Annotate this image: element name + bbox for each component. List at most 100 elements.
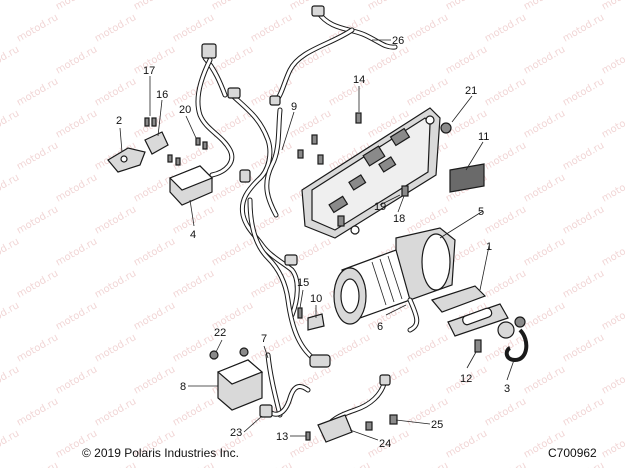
watermark-text: motod.ru [210, 236, 255, 268]
callout-20: 20 [179, 104, 191, 116]
watermark-text: motod.ru [171, 12, 216, 44]
watermark-text: motod.ru [0, 428, 21, 460]
watermark-text: motod.ru [0, 236, 21, 268]
watermark-text: motod.ru [522, 0, 567, 13]
callout-19: 19 [374, 201, 386, 213]
watermark-text: motod.ru [444, 428, 489, 460]
watermark-text: motod.ru [522, 172, 567, 204]
bolts-18-19 [337, 185, 409, 227]
watermark-text: motod.ru [600, 428, 625, 460]
callout-13: 13 [276, 431, 288, 443]
watermark-text: motod.ru [483, 12, 528, 44]
watermark-text: motod.ru [0, 364, 21, 396]
callout-1: 1 [486, 241, 492, 253]
watermark-text: motod.ru [0, 172, 21, 204]
watermark-text: motod.ru [93, 396, 138, 428]
decal-11 [449, 163, 485, 193]
diagram-id: C700962 [548, 446, 597, 460]
watermark-text: motod.ru [54, 0, 99, 13]
watermark-text: motod.ru [132, 0, 177, 13]
watermark-text: motod.ru [54, 364, 99, 396]
watermark-text: motod.ru [15, 140, 60, 172]
watermark-text: motod.ru [327, 332, 372, 364]
watermark-text: motod.ru [0, 44, 21, 76]
watermark-text: motod.ru [54, 108, 99, 140]
watermark-text: motod.ru [132, 300, 177, 332]
callout-26: 26 [392, 35, 404, 47]
watermark-text: motod.ru [54, 236, 99, 268]
watermark-text: motod.ru [366, 0, 411, 13]
watermark-text: motod.ru [483, 140, 528, 172]
watermark-text: motod.ru [132, 364, 177, 396]
fasteners-17-20 [144, 117, 208, 166]
control-module-4 [168, 57, 235, 206]
callout-22: 22 [214, 327, 226, 339]
callout-16: 16 [156, 89, 168, 101]
winch-mount-plate [301, 107, 441, 239]
watermark-text: motod.ru [522, 364, 567, 396]
callout-14: 14 [353, 74, 365, 86]
callout-8: 8 [180, 381, 186, 393]
watermark-text: motod.ru [483, 204, 528, 236]
watermark-text: motod.ru [600, 364, 625, 396]
callout-23: 23 [230, 427, 242, 439]
callout-10: 10 [310, 293, 322, 305]
watermark-text: motod.ru [600, 108, 625, 140]
watermark-text: motod.ru [483, 268, 528, 300]
callout-7: 7 [261, 333, 267, 345]
callout-4: 4 [190, 229, 196, 241]
watermark-text: motod.ru [600, 172, 625, 204]
callout-11: 11 [478, 131, 489, 143]
watermark-text: motod.ru [522, 108, 567, 140]
cable-7 [265, 352, 283, 418]
switch-harness-24 [317, 374, 398, 443]
watermark-text: motod.ru [15, 268, 60, 300]
watermark-text: motod.ru [249, 12, 294, 44]
watermark-text: motod.ru [93, 204, 138, 236]
watermark-text: motod.ru [561, 204, 606, 236]
watermark-text: motod.ru [171, 76, 216, 108]
watermark-text: motod.ru [522, 44, 567, 76]
watermark-text: motod.ru [54, 44, 99, 76]
watermark-text: motod.ru [522, 300, 567, 332]
watermark-text: motod.ru [132, 236, 177, 268]
watermark-text: motod.ru [15, 12, 60, 44]
bracket-2 [107, 147, 146, 173]
watermark-text: motod.ru [288, 0, 333, 13]
watermark-text: motod.ru [600, 0, 625, 13]
tie-15 [297, 307, 303, 319]
watermark-text: motod.ru [0, 108, 21, 140]
screw-12 [474, 339, 482, 353]
watermark-text: motod.ru [0, 300, 21, 332]
copyright-text: © 2019 Polaris Industries Inc. [82, 446, 239, 460]
watermark-text: motod.ru [405, 460, 450, 468]
watermark-text: motod.ru [171, 332, 216, 364]
callout-25: 25 [431, 419, 443, 431]
watermark-text: motod.ru [93, 332, 138, 364]
watermark-text: motod.ru [561, 268, 606, 300]
watermark-text: motod.ru [15, 460, 60, 468]
watermark-text: motod.ru [327, 76, 372, 108]
watermark-text: motod.ru [561, 460, 606, 468]
watermark-text: motod.ru [405, 12, 450, 44]
cable-23 [259, 384, 311, 418]
watermark-text: motod.ru [561, 332, 606, 364]
callout-2: 2 [116, 115, 122, 127]
watermark-text: motod.ru [288, 108, 333, 140]
watermark-text: motod.ru [93, 460, 138, 468]
watermark-text: motod.ru [600, 300, 625, 332]
fairlead-1 [430, 285, 509, 337]
watermark-text: motod.ru [561, 396, 606, 428]
callout-6: 6 [377, 321, 383, 333]
hook-3 [497, 316, 529, 363]
watermark-text: motod.ru [93, 76, 138, 108]
callout-labels: 1 2 3 4 5 6 7 8 9 10 11 12 13 14 15 16 1… [116, 35, 510, 450]
watermark-text: motod.ru [249, 332, 294, 364]
watermark-text: motod.ru [444, 44, 489, 76]
watermark-text: motod.ru [15, 332, 60, 364]
callout-18: 18 [393, 213, 405, 225]
callout-9: 9 [291, 101, 297, 113]
screw-13 [305, 431, 311, 441]
